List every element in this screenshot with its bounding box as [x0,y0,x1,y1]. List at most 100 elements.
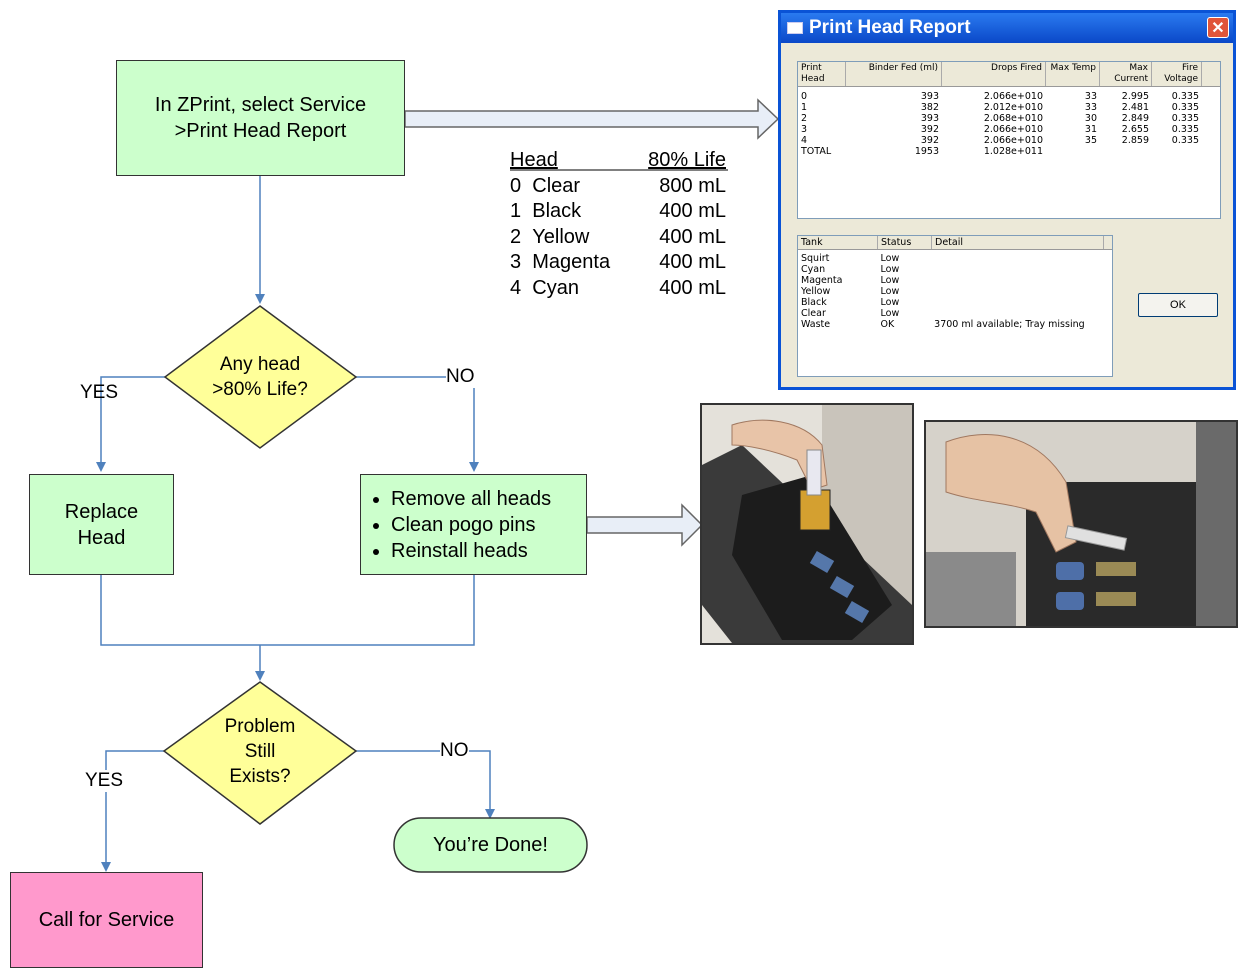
head-report-cell: 2.481 [1121,102,1149,113]
head-report-cell: 0.335 [1171,91,1199,102]
decision2-text: Problem Still Exists? [224,715,296,787]
tank-status-cell: Low [880,275,900,286]
head-name: Magenta [532,251,611,274]
col-tank[interactable]: Tank [798,236,878,249]
head-report-cell: 2.655 [1121,124,1149,135]
head-report-cell: 1953 [914,146,939,157]
no2-label: NO [440,740,469,762]
tank-status-cell [931,275,1112,286]
col-print-head[interactable]: Print Head [798,62,846,86]
done-label: You’re Done! [433,833,548,856]
close-icon[interactable]: ✕ [1207,17,1229,38]
col-fire-voltage[interactable]: Fire Voltage [1152,62,1202,86]
clean-steps-list: Remove all heads Clean pogo pins Reinsta… [373,486,551,564]
head-life-row: 3 Magenta 400 mL [510,250,730,276]
clean-step-item: Reinstall heads [391,538,551,564]
head-report-cell: 1.028e+011 [983,146,1043,157]
head-report-cell: 392 [920,124,939,135]
head-report-cell: 0.335 [1171,135,1199,146]
col-binder-fed[interactable]: Binder Fed (ml) [846,62,942,86]
head-report-cell: 2.068e+010 [983,113,1043,124]
tank-status-cell [931,264,1112,275]
yes1-label: YES [80,382,119,403]
arrow-no2 [356,750,495,819]
arrow-yes2 [101,750,164,872]
merge-line [100,575,475,646]
head-report-cell: 31 [1084,124,1097,135]
col-status[interactable]: Status [878,236,932,249]
tank-status-cell: Low [880,264,900,275]
head-report-cell [1100,146,1152,157]
head-report-cell: 30 [1084,113,1097,124]
replace-head-step: Replace Head [29,474,174,575]
tank-status-cell: Low [880,297,900,308]
head-num: 3 [510,251,522,274]
head-report-cell: 33 [1084,91,1097,102]
head-report-cell: 382 [920,102,939,113]
decision2-diamond [162,681,358,825]
head-report-cell: 4 [801,135,808,146]
head-report-cell [1152,146,1202,157]
head-report-cell: 2 [801,113,808,124]
head-report-cell: 0.335 [1171,102,1199,113]
pogo-pin-cleaning-illustration [926,422,1236,626]
head-report-cell [1046,146,1100,157]
printer-head-photo-2 [924,420,1238,628]
window-icon [787,22,803,34]
head-life-row: 2 Yellow 400 mL [510,225,730,251]
arrow-yes1 [96,376,165,472]
tank-status-cell: Low [880,308,900,319]
head-num: 1 [510,200,522,223]
col-max-current[interactable]: Max Current [1100,62,1152,86]
decision1-text: Any head >80% Life? [212,354,308,400]
col-drops-fired[interactable]: Drops Fired [942,62,1046,86]
arrow-no1 [356,376,479,472]
head-life: 400 mL [659,200,726,223]
done-terminal: You’re Done! [394,818,587,872]
dialog-title: Print Head Report [809,17,971,38]
clean-step-item: Clean pogo pins [391,512,551,538]
head-name: Clear [532,174,581,197]
head-life-row: 4 Cyan 400 mL [510,276,730,302]
head-name: Cyan [532,276,579,299]
dialog-title-bar[interactable]: Print Head Report [781,13,1233,43]
tank-status-header: Tank Status Detail [798,236,1112,250]
col-max-temp[interactable]: Max Temp [1046,62,1100,86]
col-detail[interactable]: Detail [932,236,1104,249]
head-report-cell: 2.066e+010 [983,135,1043,146]
decision1-label: Any head >80% Life? [190,337,330,417]
head-report-cell: 35 [1084,135,1097,146]
yes2-label: YES [85,770,124,792]
head-name: Yellow [532,225,590,248]
clean-steps-box: Remove all heads Clean pogo pins Reinsta… [360,474,587,575]
ok-button[interactable]: OK [1138,293,1218,317]
start-step: In ZPrint, select Service >Print Head Re… [116,60,405,176]
tank-status-cell [931,308,1112,319]
head-report-cell: 2.849 [1121,113,1149,124]
head-report-cell: 3 [801,124,808,135]
head-report-list[interactable]: Print Head Binder Fed (ml) Drops Fired M… [797,61,1221,219]
head-life-row: 0 Clear 800 mL [510,174,730,200]
clean-step-item: Remove all heads [391,486,551,512]
head-report-cell: 393 [920,91,939,102]
head-life: 400 mL [659,251,726,274]
no1-label: NO [446,366,475,388]
head-life: 400 mL [659,276,726,299]
tank-status-cell: Low [880,286,900,297]
